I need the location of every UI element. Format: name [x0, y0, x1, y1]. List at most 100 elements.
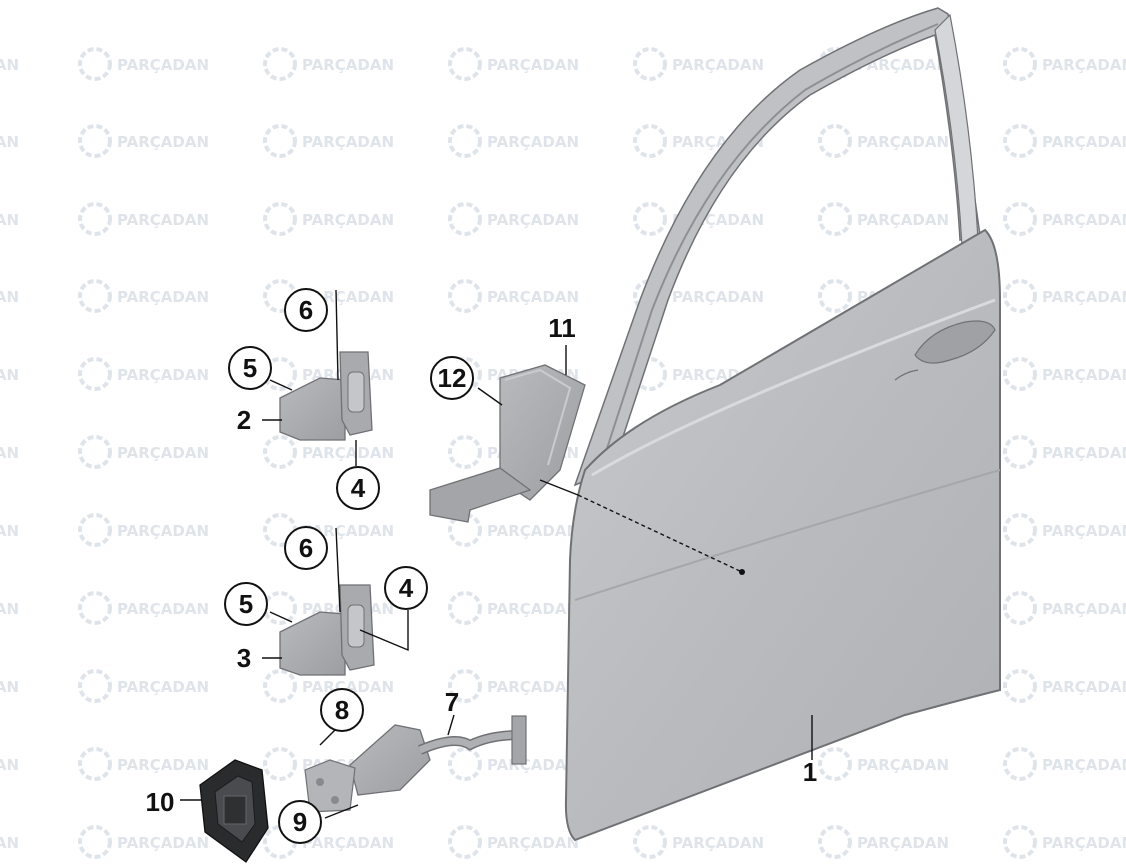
- watermark-tile: PARÇADAN: [263, 47, 394, 81]
- callout-1: 1: [803, 757, 817, 787]
- callout-number: 6: [299, 533, 313, 563]
- rubber-grommet: [199, 759, 269, 863]
- watermark-text: PARÇADAN: [1042, 56, 1126, 74]
- watermark-text: PARÇADAN: [302, 56, 394, 74]
- watermark-tile: PARÇADAN: [78, 279, 209, 313]
- gear-icon: [1003, 47, 1037, 81]
- callout-circle: [430, 356, 474, 400]
- watermark-text: PARÇADAN: [302, 444, 394, 462]
- watermark-text: PARÇADAN: [487, 56, 579, 74]
- watermark-tile: PARÇADAN: [818, 825, 949, 859]
- watermark-text: PARÇADAN: [487, 756, 579, 774]
- callout-number: 5: [239, 589, 253, 619]
- watermark-tile: PARÇADAN: [448, 669, 579, 703]
- watermark-tile: PARÇADAN: [0, 56, 19, 74]
- watermark-text: PARÇADAN: [0, 600, 19, 618]
- gear-icon: [1003, 124, 1037, 158]
- watermark-tile: PARÇADAN: [818, 124, 949, 158]
- watermark-tile: PARÇADAN: [78, 435, 209, 469]
- watermark-tile: PARÇADAN: [448, 591, 579, 625]
- callout-number: 5: [243, 353, 257, 383]
- watermark-tile: PARÇADAN: [818, 747, 949, 781]
- watermark-text: PARÇADAN: [1042, 678, 1126, 696]
- watermark-text: PARÇADAN: [0, 756, 19, 774]
- callout-number: 7: [445, 687, 459, 717]
- gear-icon: [818, 124, 852, 158]
- watermark-text: PARÇADAN: [117, 522, 209, 540]
- gear-icon: [263, 202, 297, 236]
- watermark-text: PARÇADAN: [117, 366, 209, 384]
- leader-lines: [180, 289, 813, 819]
- gear-icon: [78, 279, 112, 313]
- watermark-text: PARÇADAN: [672, 56, 764, 74]
- watermark-tile: PARÇADAN: [0, 600, 19, 618]
- watermark-text: PARÇADAN: [0, 288, 19, 306]
- callout-number: 4: [351, 473, 366, 503]
- watermark-text: PARÇADAN: [0, 678, 19, 696]
- leader-anchor-dot: [739, 569, 745, 575]
- callout-9: 9: [278, 800, 322, 844]
- watermark-tile: PARÇADAN: [448, 279, 579, 313]
- gear-icon: [448, 591, 482, 625]
- watermark-text: PARÇADAN: [0, 444, 19, 462]
- gear-icon: [448, 124, 482, 158]
- gear-icon: [78, 47, 112, 81]
- watermark-tile: PARÇADAN: [78, 202, 209, 236]
- watermark-tile: PARÇADAN: [78, 591, 209, 625]
- callout-circle: [284, 288, 328, 332]
- callout-number: 10: [146, 787, 175, 817]
- callout-6: 6: [284, 288, 328, 332]
- gear-icon: [263, 591, 297, 625]
- watermark-text: PARÇADAN: [0, 834, 19, 852]
- gear-icon: [78, 357, 112, 391]
- gear-icon: [78, 435, 112, 469]
- watermark-text: PARÇADAN: [857, 756, 949, 774]
- watermark-text: PARÇADAN: [117, 678, 209, 696]
- gear-icon: [633, 202, 667, 236]
- gear-icon: [448, 279, 482, 313]
- gear-icon: [448, 47, 482, 81]
- watermark-text: PARÇADAN: [487, 834, 579, 852]
- door-check-strap: [304, 715, 527, 813]
- gear-icon: [263, 669, 297, 703]
- callout-2: 2: [237, 405, 251, 435]
- watermark-tile: PARÇADAN: [1003, 202, 1126, 236]
- watermark-tile: PARÇADAN: [78, 747, 209, 781]
- watermark-text: PARÇADAN: [857, 56, 949, 74]
- watermark-text: PARÇADAN: [1042, 600, 1126, 618]
- door-panel: [564, 7, 1001, 842]
- callout-circle: [228, 346, 272, 390]
- watermark-text: PARÇADAN: [302, 133, 394, 151]
- callout-6: 6: [284, 526, 328, 570]
- watermark-text: PARÇADAN: [302, 522, 394, 540]
- watermark-tile: PARÇADAN: [1003, 591, 1126, 625]
- watermark-tile: PARÇADAN: [1003, 124, 1126, 158]
- gear-icon: [448, 747, 482, 781]
- watermark-text: PARÇADAN: [857, 133, 949, 151]
- gear-icon: [448, 669, 482, 703]
- watermark-tile: PARÇADAN: [1003, 47, 1126, 81]
- watermark-tile: PARÇADAN: [448, 513, 579, 547]
- gear-icon: [263, 435, 297, 469]
- watermark-text: PARÇADAN: [0, 133, 19, 151]
- callout-circle: [278, 800, 322, 844]
- callout-number: 8: [335, 695, 349, 725]
- watermark-text: PARÇADAN: [117, 211, 209, 229]
- callout-number: 6: [299, 295, 313, 325]
- watermark-tile: PARÇADAN: [0, 366, 19, 384]
- watermark-tile: PARÇADAN: [448, 202, 579, 236]
- gear-icon: [818, 279, 852, 313]
- gear-icon: [78, 825, 112, 859]
- gear-icon: [1003, 591, 1037, 625]
- watermark-tile: PARÇADAN: [0, 834, 19, 852]
- watermark-text: PARÇADAN: [0, 366, 19, 384]
- watermark-text: PARÇADAN: [1042, 366, 1126, 384]
- watermark-text: PARÇADAN: [487, 678, 579, 696]
- gear-icon: [818, 825, 852, 859]
- watermark-tile: PARÇADAN: [263, 513, 394, 547]
- gear-icon: [78, 591, 112, 625]
- watermark-text: PARÇADAN: [1042, 288, 1126, 306]
- watermark-tile: PARÇADAN: [1003, 747, 1126, 781]
- watermark-tile: PARÇADAN: [78, 124, 209, 158]
